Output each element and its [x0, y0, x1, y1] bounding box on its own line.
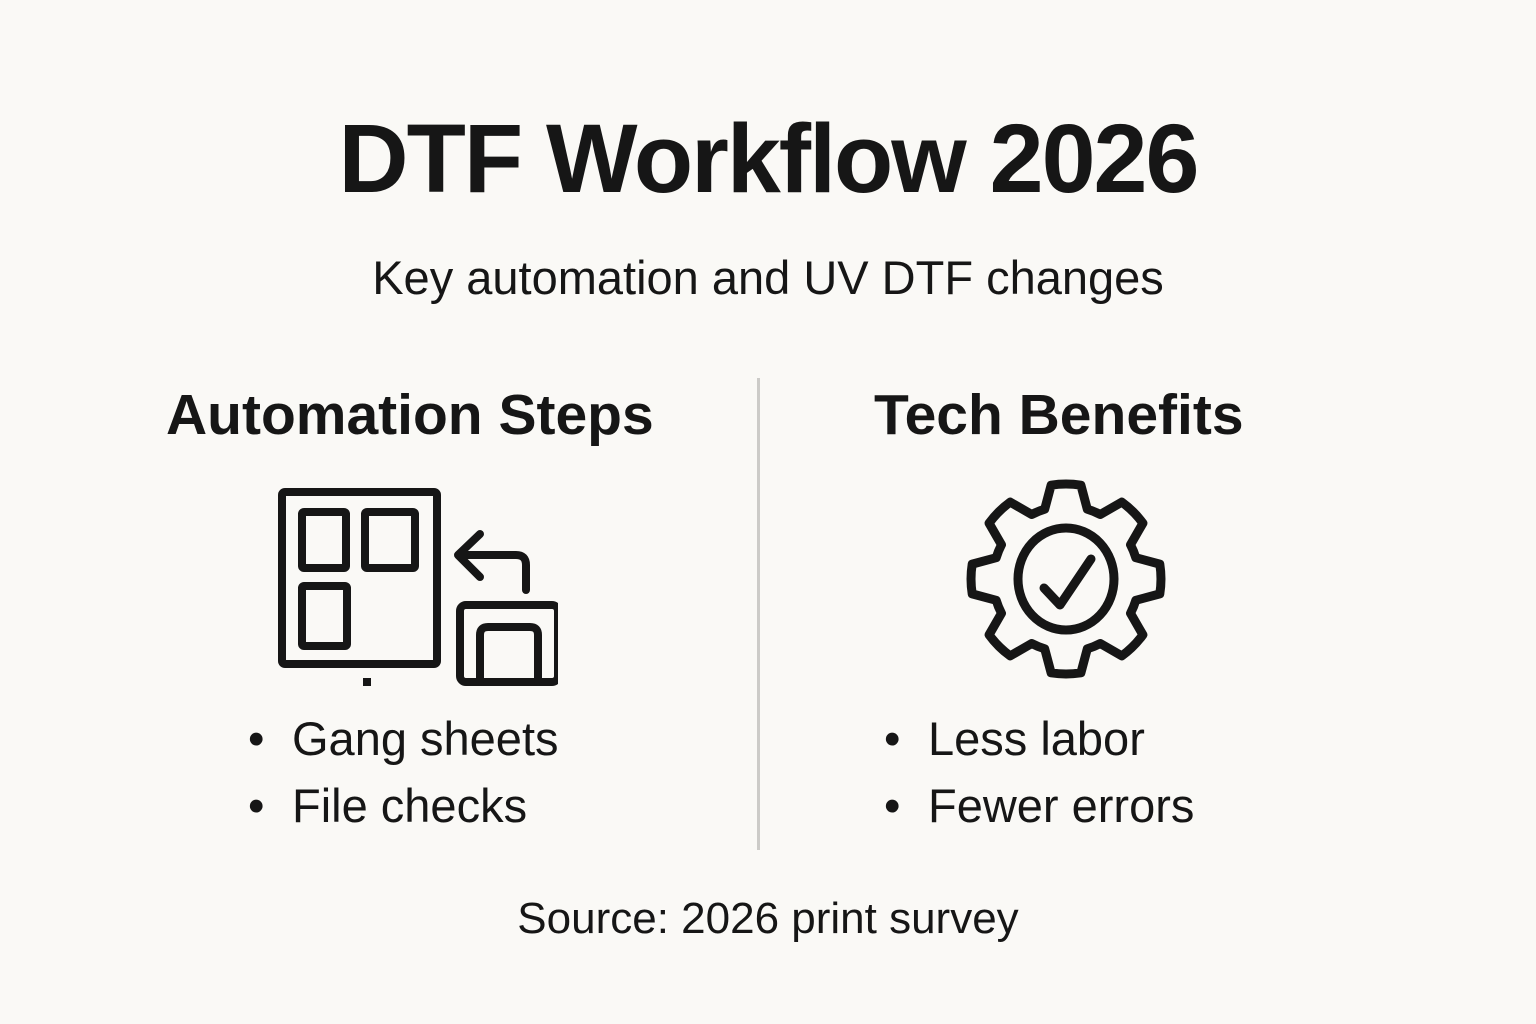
- column-tech-benefits: Tech Benefits Less labor Fewer errors: [757, 378, 1536, 878]
- column-heading: Tech Benefits: [874, 383, 1244, 447]
- gang-sheet-arrange-icon: [278, 488, 558, 688]
- list-item: Fewer errors: [884, 772, 1194, 839]
- tech-benefits-list: Less labor Fewer errors: [884, 705, 1194, 839]
- page-subtitle: Key automation and UV DTF changes: [372, 251, 1164, 304]
- gear-check-icon: [966, 479, 1166, 679]
- list-item: File checks: [248, 772, 559, 839]
- column-automation-steps: Automation Steps Gang sheets File: [0, 378, 757, 878]
- page-title: DTF Workflow 2026: [338, 104, 1200, 213]
- column-divider: [757, 378, 760, 850]
- list-item: Gang sheets: [248, 705, 559, 772]
- column-heading: Automation Steps: [166, 383, 654, 447]
- source-note: Source: 2026 print survey: [517, 894, 1019, 943]
- list-item: Less labor: [884, 705, 1194, 772]
- automation-steps-list: Gang sheets File checks: [248, 705, 559, 839]
